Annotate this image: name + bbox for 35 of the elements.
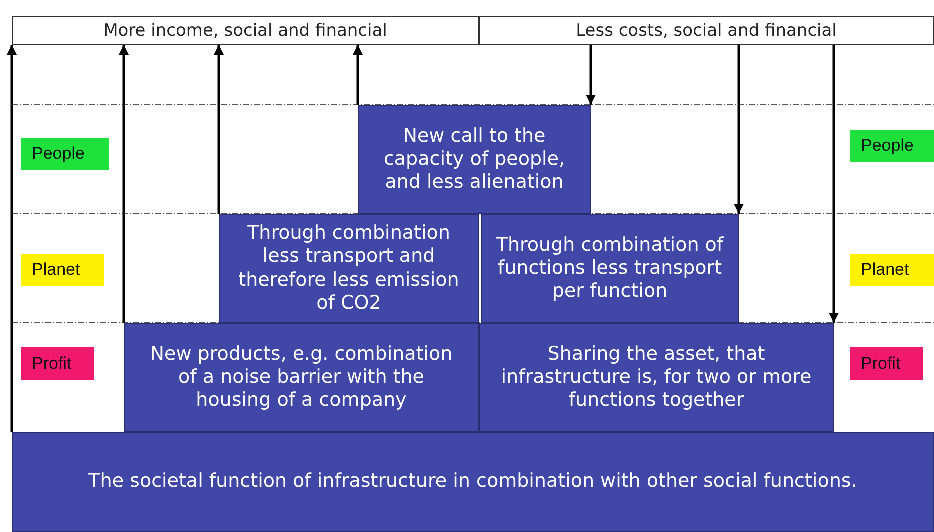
category-label: People <box>861 136 914 156</box>
category-tag <box>850 254 934 286</box>
content-box <box>124 323 479 432</box>
content-box <box>358 105 591 214</box>
category-tag <box>21 138 109 170</box>
category-label: Profit <box>861 354 901 374</box>
content-box <box>479 323 834 432</box>
box-text: Sharing the asset, that infrastructure is, for two or more functions together <box>500 342 813 412</box>
category-label: People <box>32 144 85 164</box>
category-tag <box>850 130 934 162</box>
category-label: Planet <box>861 260 910 280</box>
box-text: The societal function of infrastructure in combination with other social functions. <box>88 470 858 494</box>
header-text: More income, social and financial <box>104 20 388 40</box>
category-label: Planet <box>32 260 80 280</box>
header-text: Less costs, social and financial <box>576 20 837 40</box>
header-box <box>12 16 479 45</box>
arrow <box>734 45 744 214</box>
box-text: Through combination less transport and therefore less emission of CO2 <box>238 222 460 315</box>
category-label: Profit <box>32 354 72 374</box>
content-box <box>219 214 479 323</box>
category-tag <box>850 347 923 380</box>
arrow <box>586 45 596 105</box>
arrow <box>353 45 363 105</box>
box-text: New call to the capacity of people, and less alienation <box>382 124 566 194</box>
foundation-box <box>12 432 934 532</box>
box-text: Through combination of functions less transport per function <box>496 234 724 304</box>
box-text: New products, e.g. combination of a noise barrier with the housing of a company <box>149 342 454 412</box>
category-tag <box>21 254 104 286</box>
arrow <box>829 45 839 323</box>
arrow <box>214 45 224 214</box>
arrow <box>119 45 129 323</box>
category-tag <box>21 347 94 380</box>
header-box <box>479 16 934 45</box>
content-box <box>481 214 739 323</box>
arrow <box>7 45 17 432</box>
